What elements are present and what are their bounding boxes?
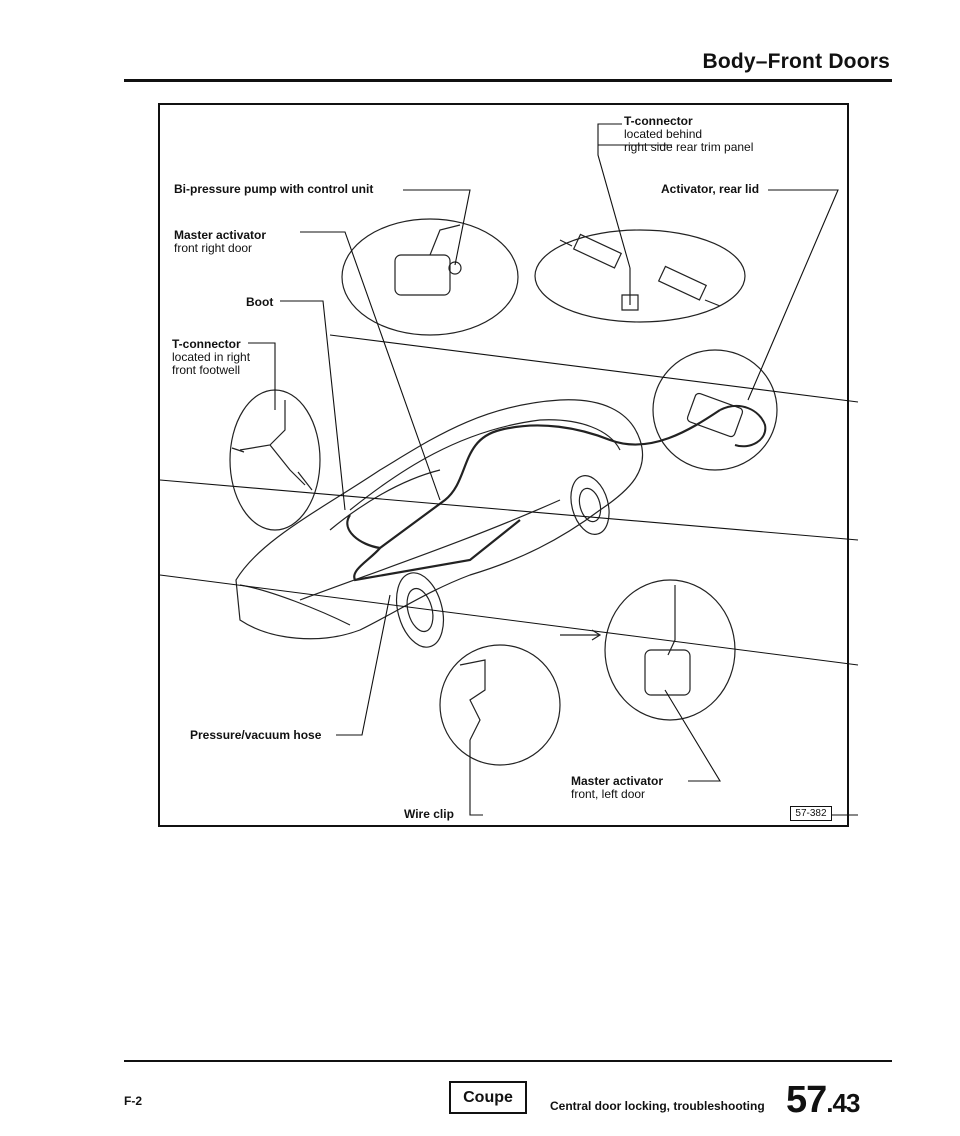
perspective-line-mid (159, 479, 859, 541)
label-pressure-vacuum-hose: Pressure/vacuum hose (190, 729, 321, 742)
master-activator-left-oval (604, 579, 736, 721)
label-master-activator-left: Master activator front, left door (571, 775, 663, 801)
figure-ref-code: 57-382 (790, 806, 832, 821)
hose-main (346, 409, 721, 550)
label-activator-rear-lid: Activator, rear lid (661, 183, 759, 196)
footer-rule (124, 1060, 892, 1062)
rear-lid-activator-body (686, 392, 744, 438)
leader-master-activator-right (300, 231, 441, 501)
label-boot-title: Boot (246, 295, 274, 309)
footer-page-number: 57.43 (786, 1079, 860, 1123)
footer-section-title: Central door locking, troubleshooting (550, 1099, 765, 1113)
label-bi-pressure-pump-title: Bi-pressure pump with control unit (174, 182, 374, 196)
label-master-activator-left-title: Master activator (571, 774, 664, 788)
label-wire-clip-title: Wire clip (404, 807, 454, 821)
leader-activator-rear-lid (747, 189, 839, 401)
wire-clip-arrow (560, 629, 602, 641)
pump-detail-oval (341, 218, 519, 336)
leader-wire-clip (469, 740, 483, 816)
footer-page-number-sub: .43 (826, 1088, 860, 1118)
label-t-connector-footwell-line2: front footwell (172, 363, 241, 377)
leader-t-connector-rear (597, 123, 631, 269)
hose-rear (719, 405, 767, 448)
label-master-activator-right-line1: front right door (174, 241, 253, 255)
rear-wheel (570, 475, 610, 535)
leader-pressure-vacuum-hose (336, 594, 391, 736)
label-wire-clip: Wire clip (404, 808, 454, 821)
label-master-activator-left-line1: front, left door (571, 787, 646, 801)
t-connector-rear-stem (621, 268, 639, 311)
wire-clip-shape (459, 659, 486, 741)
perspective-line-low (159, 574, 859, 666)
label-master-activator-right-title: Master activator (174, 228, 267, 242)
master-activator-left-rod (667, 585, 676, 656)
leader-boot (280, 300, 346, 511)
front-wheel (395, 572, 445, 648)
figure-frame (158, 103, 849, 827)
master-activator-left-body (644, 649, 691, 696)
label-pressure-vacuum-hose-title: Pressure/vacuum hose (190, 728, 322, 742)
t-connector-rear-nozzle (559, 239, 721, 307)
label-master-activator-right: Master activator front right door (174, 229, 266, 255)
page-title: Body–Front Doors (702, 50, 890, 73)
label-t-connector-footwell-line1: located in right (172, 350, 251, 364)
footer-badge-coupe: Coupe (449, 1081, 527, 1114)
t-connector-rear-oval (534, 229, 746, 323)
t-connector-rear-tube-left (572, 233, 623, 269)
car-roof-line (349, 419, 621, 511)
pump-fitting (448, 261, 462, 275)
label-bi-pressure-pump: Bi-pressure pump with control unit (174, 183, 373, 196)
wire-clip-oval (439, 644, 561, 766)
label-t-connector-rear-title: T-connector (624, 114, 693, 128)
leader-master-activator-left (664, 689, 721, 782)
front-wheel-inner (406, 587, 434, 633)
leader-t-connector-footwell (248, 342, 276, 410)
label-t-connector-footwell-title: T-connector (172, 337, 241, 351)
footer-page-code: F-2 (124, 1094, 142, 1108)
rear-wheel-inner (578, 487, 602, 523)
rear-lid-activator-oval (652, 349, 778, 471)
label-t-connector-rear-line2: right side rear trim panel (624, 140, 754, 154)
car-body-outline (235, 399, 644, 640)
t-connector-footwell-oval (229, 389, 321, 531)
leader-bi-pressure-pump (403, 189, 471, 266)
t-connector-footwell-shape (239, 400, 306, 486)
label-t-connector-footwell: T-connector located in right front footw… (172, 338, 250, 377)
car-hood (239, 584, 351, 626)
label-t-connector-rear: T-connector located behind right side re… (624, 115, 753, 154)
pump-body (394, 254, 451, 296)
car-side-line (299, 499, 561, 601)
label-boot: Boot (246, 296, 273, 309)
t-connector-rear-tube-right (657, 265, 708, 301)
footer-page-number-main: 57 (786, 1079, 827, 1121)
header-rule (124, 79, 892, 82)
hose-down (353, 519, 521, 582)
t-connector-footwell-nozzles (231, 447, 313, 491)
label-activator-rear-lid-title: Activator, rear lid (661, 182, 760, 196)
pump-pipe (429, 224, 461, 256)
label-t-connector-rear-line1: located behind (624, 127, 703, 141)
car-windshield (329, 469, 441, 531)
perspective-line-top (329, 334, 859, 403)
